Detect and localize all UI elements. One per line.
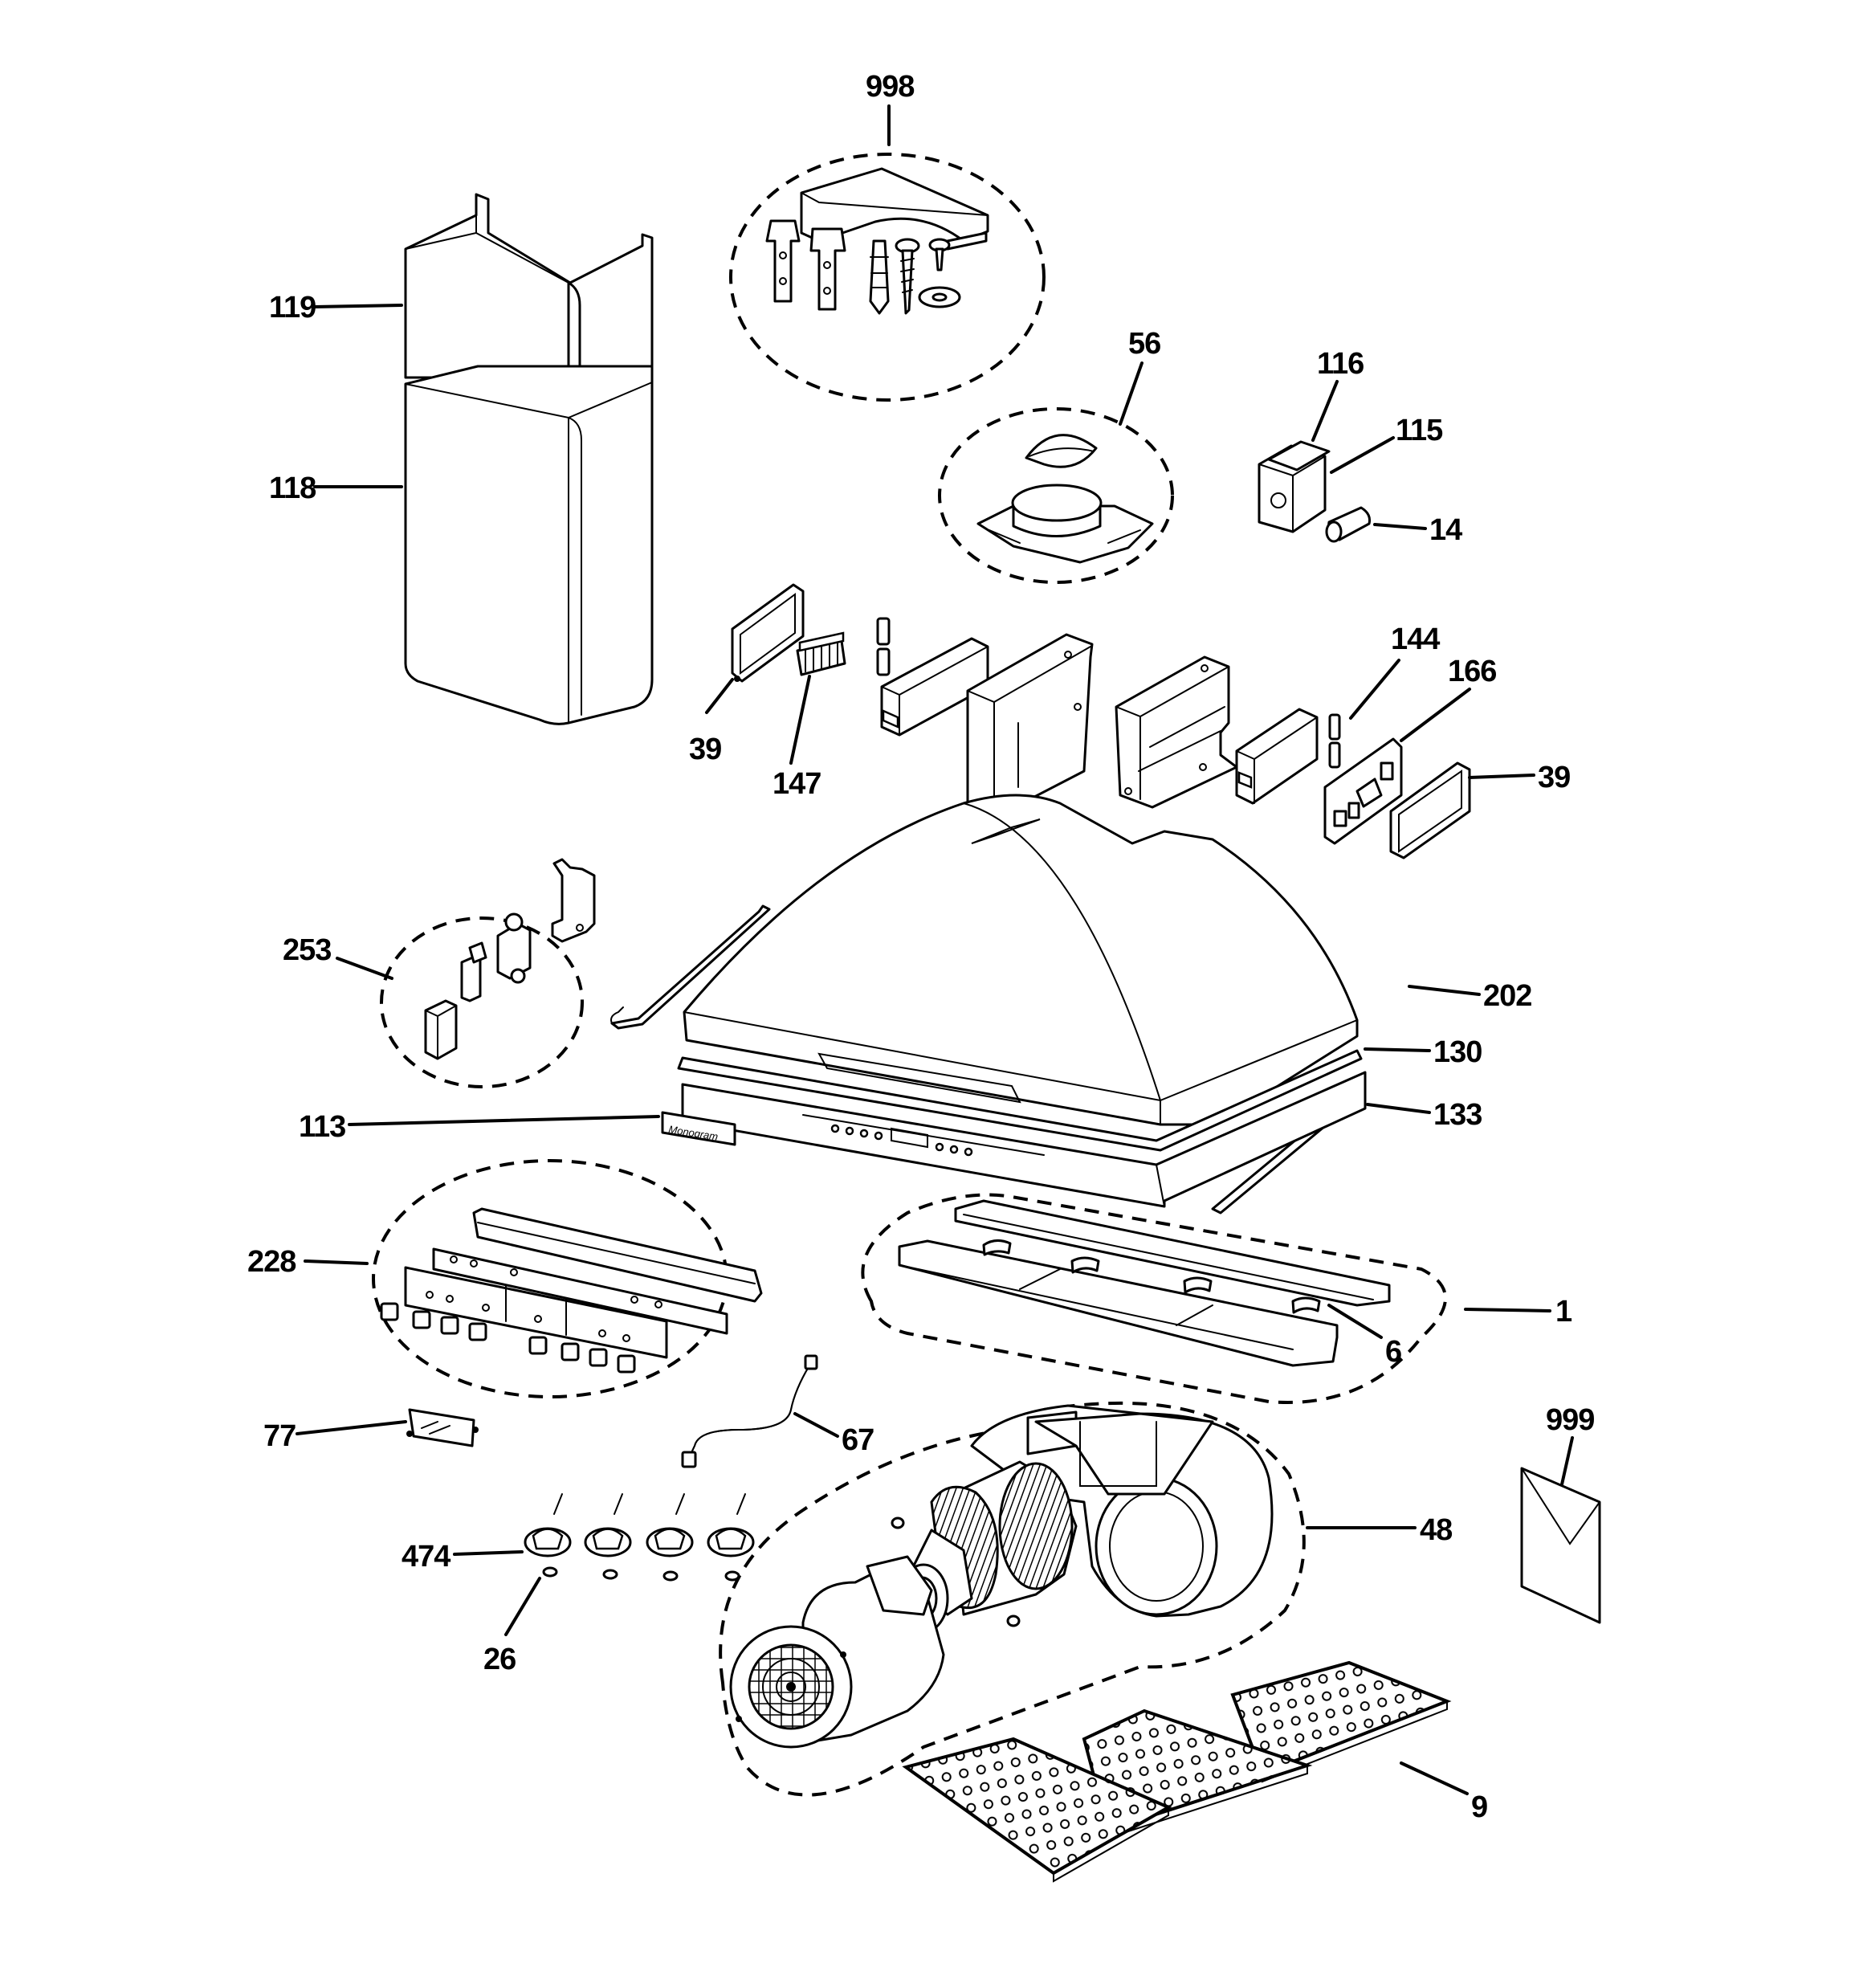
leader-lines: [296, 104, 1574, 1795]
callout-202: 202: [1483, 979, 1531, 1013]
bracket-right: [1115, 655, 1238, 809]
wall-clip-1: [765, 219, 801, 303]
callout-115: 115: [1396, 414, 1443, 447]
wire-harness: [681, 1354, 818, 1468]
access-cover-left: [731, 583, 805, 683]
terminal-block: [796, 631, 846, 676]
bracket-left: [966, 633, 1094, 819]
washer: [918, 286, 961, 308]
callout-56: 56: [1128, 327, 1160, 361]
callout-999: 999: [1546, 1403, 1594, 1437]
group-56-outline: [938, 407, 1174, 584]
callout-253: 253: [283, 933, 331, 967]
hood-trim-130: [677, 1049, 1363, 1152]
switch-bracket: [551, 858, 596, 943]
group-998-outline: [729, 153, 1046, 402]
callout-166: 166: [1448, 655, 1496, 688]
control-housing: [432, 1207, 763, 1335]
blower-housing-left: [729, 1555, 945, 1749]
callout-26: 26: [483, 1643, 516, 1676]
control-panel-buttons: [830, 1124, 973, 1157]
lower-duct-cover: [404, 365, 654, 725]
callout-147: 147: [773, 767, 821, 801]
grease-filter-1: [902, 1737, 1172, 1883]
callout-39-left: 39: [689, 733, 721, 766]
switch-actuator: [460, 941, 487, 1002]
halogen-bulbs: [542, 1566, 740, 1582]
capacitor: [1325, 506, 1371, 543]
callout-39-right: 39: [1538, 761, 1570, 794]
filter-rail-front: [898, 1239, 1339, 1367]
callout-9: 9: [1471, 1790, 1487, 1824]
literature-packet: [1520, 1467, 1601, 1624]
rail-clips: [982, 1239, 1321, 1314]
spacer-right-pair: [1328, 713, 1341, 769]
group-48-outline: [719, 1401, 1306, 1797]
group-253-outline: [380, 916, 584, 1088]
callout-116: 116: [1317, 347, 1364, 381]
small-screw: [928, 238, 951, 271]
wall-clip-2: [809, 227, 846, 311]
callout-133: 133: [1433, 1098, 1482, 1132]
callout-998: 998: [866, 70, 914, 104]
wood-screw: [895, 238, 920, 315]
callout-14: 14: [1429, 513, 1462, 547]
control-board: [1323, 737, 1403, 845]
damper-collar: [976, 484, 1154, 564]
damper-flap: [1025, 434, 1098, 468]
callout-67: 67: [842, 1423, 874, 1457]
callout-48: 48: [1420, 1513, 1452, 1547]
callout-1: 1: [1555, 1295, 1572, 1329]
filter-rail-back: [954, 1199, 1391, 1307]
light-lens: [406, 1408, 479, 1447]
callout-113: 113: [299, 1110, 345, 1144]
spacer-left-pair: [876, 617, 891, 676]
wall-anchor: [869, 239, 890, 315]
callout-119: 119: [269, 291, 316, 325]
control-circuit-board: [404, 1266, 668, 1359]
callout-labels: 998 119 118 56 116 115 14 39 147 144 166…: [247, 70, 1595, 1824]
hood-canopy: [683, 794, 1359, 1126]
junction-box: [1258, 440, 1331, 533]
callout-474: 474: [402, 1540, 450, 1574]
blower-housing-right: [970, 1404, 1274, 1618]
callout-228: 228: [247, 1245, 296, 1279]
magnet-block: [424, 999, 458, 1060]
motor-nuts: [891, 1517, 1021, 1627]
callout-144: 144: [1391, 623, 1440, 656]
reed-switch: [496, 912, 532, 984]
access-cover-right: [1389, 761, 1471, 859]
callout-118: 118: [269, 471, 316, 505]
push-buttons-row-1: [380, 1302, 487, 1341]
channel-right: [1235, 708, 1319, 805]
callout-6: 6: [1385, 1335, 1401, 1369]
callout-130: 130: [1433, 1035, 1482, 1069]
callout-77: 77: [263, 1419, 296, 1453]
lamp-sockets: [524, 1493, 755, 1557]
push-buttons-row-2: [528, 1336, 636, 1374]
